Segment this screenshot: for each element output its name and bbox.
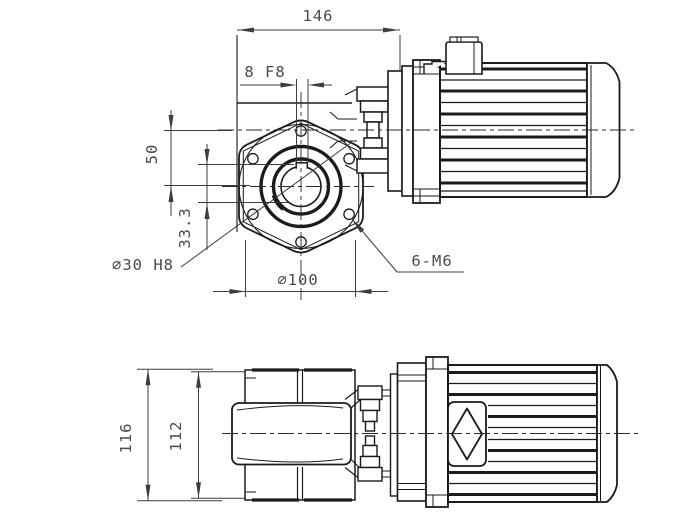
motor-fins-side: [448, 371, 597, 496]
motor-flange-top-view: [387, 59, 441, 204]
dim-146-label: 146: [303, 7, 334, 25]
dimensions: 146 8 F8 50 33.3: [112, 7, 464, 502]
dim-50: 50: [143, 110, 250, 216]
dim-146: 146: [237, 7, 401, 72]
bore-label: ∅30 H8: [112, 256, 174, 274]
coupling-side-view: [357, 385, 391, 482]
diamond-cover: [451, 407, 483, 461]
motor-flange-side-view: [389, 356, 449, 508]
dim-8f8-label: 8 F8: [244, 63, 285, 81]
dim-33-3-label: 33.3: [176, 207, 194, 248]
dim-112: 112: [167, 371, 246, 499]
dim-116: 116: [117, 368, 222, 502]
dim-50-label: 50: [143, 144, 161, 165]
dim-8f8: 8 F8: [240, 63, 332, 163]
coupling-top-view: [329, 86, 392, 174]
keyway: [295, 161, 309, 169]
leader-6m6: 6-M6: [351, 218, 464, 273]
front-view: [236, 35, 621, 254]
dim-33-3: 33.3: [176, 144, 294, 250]
dim-112-label: 112: [167, 421, 185, 452]
leader-bore: ∅30 H8: [112, 141, 353, 274]
dim-116-label: 116: [117, 423, 135, 454]
dim-100: ∅100: [213, 240, 388, 297]
6m6-label: 6-M6: [411, 252, 452, 270]
terminal-box-side-view: [447, 401, 487, 467]
side-view: [231, 356, 618, 508]
gearbox-housing-outline: [236, 35, 352, 232]
terminal-box-top-view: [423, 36, 483, 75]
dim-100-label: ∅100: [277, 271, 318, 289]
centerlines: [218, 92, 640, 434]
